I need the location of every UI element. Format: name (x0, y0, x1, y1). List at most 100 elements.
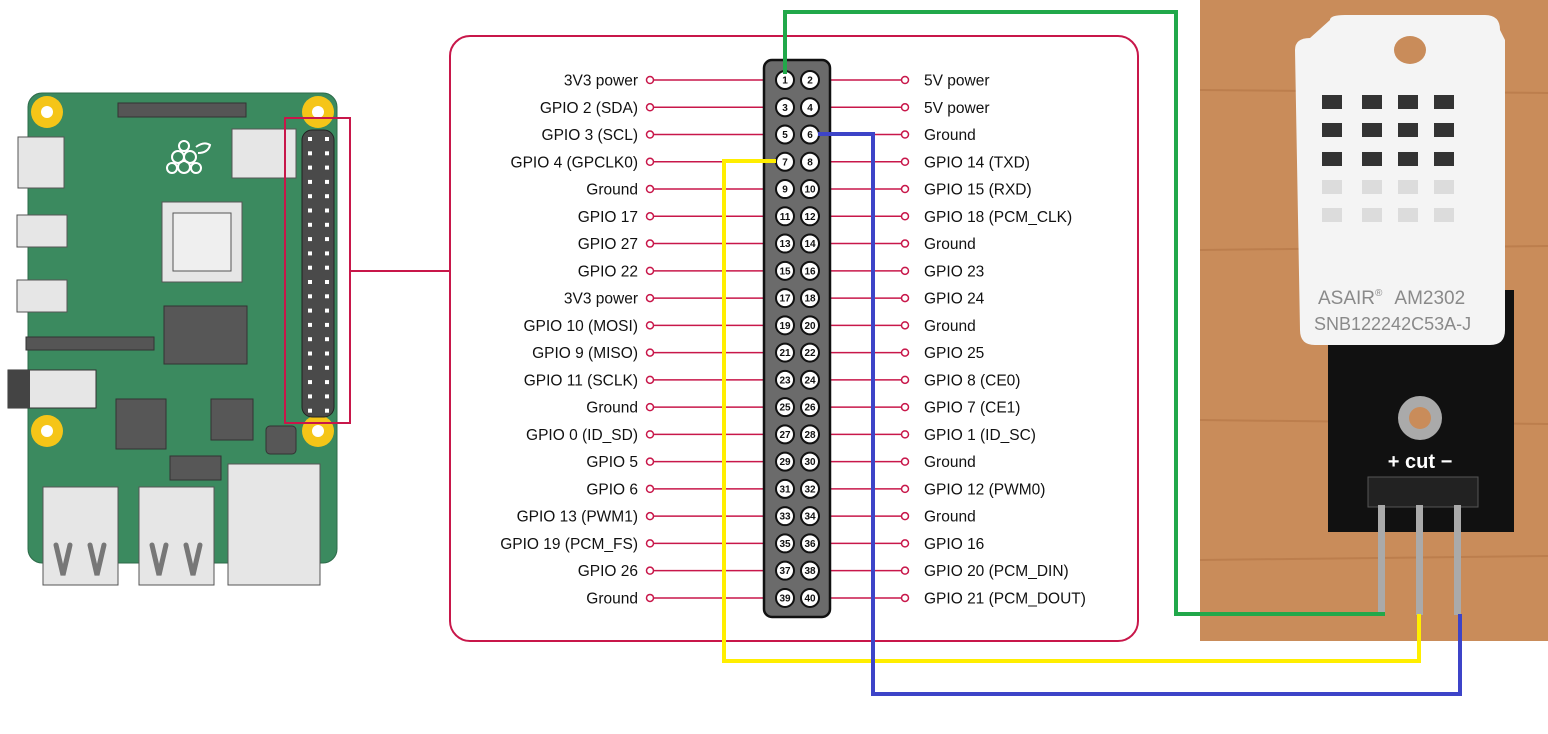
pin-3 (775, 97, 795, 118)
pin-label-39: Ground (586, 590, 638, 607)
pin-label-40: GPIO 21 (PCM_DOUT) (924, 590, 1086, 607)
header-pin-dot (308, 151, 312, 156)
pin-number: 15 (779, 266, 791, 277)
header-pin-dot (308, 294, 312, 299)
pin-marker (645, 348, 655, 357)
header-pin-dot (308, 222, 312, 227)
pin-20 (800, 315, 820, 336)
pin-34 (800, 506, 820, 527)
pin-number: 29 (779, 457, 791, 468)
pin-label-5: GPIO 3 (SCL) (542, 127, 638, 144)
pin-label-7: GPIO 4 (GPCLK0) (511, 154, 638, 171)
sensor-serial: SNB122242C53A-J (1314, 314, 1471, 334)
pin-marker (645, 212, 655, 221)
header-pin-dot (308, 194, 312, 199)
pin-label-27: GPIO 0 (ID_SD) (526, 427, 638, 444)
pin-label-20: Ground (924, 318, 976, 335)
pin-number: 18 (804, 294, 816, 305)
pin-label-18: GPIO 24 (924, 291, 985, 308)
header-pin-dot (308, 322, 312, 327)
pin-label-38: GPIO 20 (PCM_DIN) (924, 563, 1069, 580)
header-pin-dot (325, 151, 329, 156)
header-pin-dot (325, 265, 329, 270)
pin-17 (775, 288, 795, 309)
pin-number: 10 (804, 185, 816, 196)
header-pin-dot (325, 237, 329, 242)
pin-number: 40 (804, 593, 816, 604)
pin-marker (645, 266, 655, 276)
header-pin-dot (308, 337, 312, 342)
pin-marker (900, 266, 910, 276)
header-pin-dot (325, 394, 329, 399)
wire-ground-blue (818, 132, 1462, 696)
pin-10 (800, 179, 820, 200)
pin-marker (900, 75, 910, 85)
pin-label-19: GPIO 10 (MOSI) (523, 318, 638, 335)
pin-25 (775, 397, 795, 418)
pin-label-34: Ground (924, 509, 976, 526)
pin-marker (645, 321, 655, 330)
pin-marker (900, 375, 910, 385)
pin-marker (900, 184, 910, 194)
pin-marker (900, 593, 910, 603)
pin-number: 39 (779, 593, 791, 604)
pin-29 (775, 451, 795, 472)
header-pin-dot (308, 165, 312, 170)
pin-number: 38 (804, 566, 816, 577)
pin-number: 19 (779, 321, 791, 332)
pin-number: 20 (804, 321, 816, 332)
header-pin-dot (308, 394, 312, 399)
pin-number: 26 (804, 403, 816, 414)
pin-40 (800, 587, 820, 608)
pin-label-22: GPIO 25 (924, 345, 984, 362)
pin-label-16: GPIO 23 (924, 263, 984, 280)
header-pin-dot (308, 365, 312, 370)
pin-number: 14 (804, 239, 816, 250)
pin-39 (775, 587, 795, 608)
pin-number: 31 (779, 484, 791, 495)
pin-number: 17 (779, 294, 791, 305)
pin-marker (645, 402, 655, 412)
pin-marker (645, 484, 655, 494)
pin-marker (900, 321, 910, 330)
pin-26 (800, 397, 820, 418)
pin-number: 23 (779, 375, 791, 386)
pin-number: 5 (782, 130, 788, 141)
pin-label-30: Ground (924, 454, 976, 471)
header-pin-dot (325, 380, 329, 385)
pin-label-37: GPIO 26 (578, 563, 638, 580)
pin-label-23: GPIO 11 (SCLK) (524, 372, 638, 389)
header-pin-dot (308, 237, 312, 242)
pin-label-29: GPIO 5 (586, 454, 638, 471)
header-pin-dot (325, 251, 329, 256)
pin-12 (800, 206, 820, 227)
pin-marker (645, 130, 655, 139)
pin-15 (775, 260, 795, 281)
pin-label-35: GPIO 19 (PCM_FS) (500, 536, 638, 553)
pin-36 (800, 533, 820, 554)
header-pin-dot (325, 408, 329, 413)
pin-label-8: GPIO 14 (TXD) (924, 154, 1030, 171)
pin-label-10: GPIO 15 (RXD) (924, 182, 1032, 199)
pin-marker (900, 130, 910, 139)
pin-marker (900, 157, 910, 167)
pin-28 (800, 424, 820, 445)
pin-number: 25 (779, 403, 791, 414)
pin-number: 8 (807, 157, 813, 168)
wire-data-yellow (722, 159, 1421, 663)
raspberry-pi-board (7, 92, 338, 586)
pin-marker (900, 212, 910, 221)
pin-label-4: 5V power (924, 100, 989, 117)
header-pin-dot (325, 294, 329, 299)
header-pin-dot (325, 322, 329, 327)
pin-number: 21 (779, 348, 791, 359)
pin-label-12: GPIO 18 (PCM_CLK) (924, 209, 1072, 226)
pin-number: 32 (804, 484, 816, 495)
pin-label-2: 5V power (924, 73, 989, 90)
header-pin-dot (325, 179, 329, 184)
pin-number: 6 (807, 130, 813, 141)
pin-label-26: GPIO 7 (CE1) (924, 400, 1020, 417)
pin-marker (645, 511, 655, 521)
pin-label-32: GPIO 12 (PWM0) (924, 481, 1045, 498)
